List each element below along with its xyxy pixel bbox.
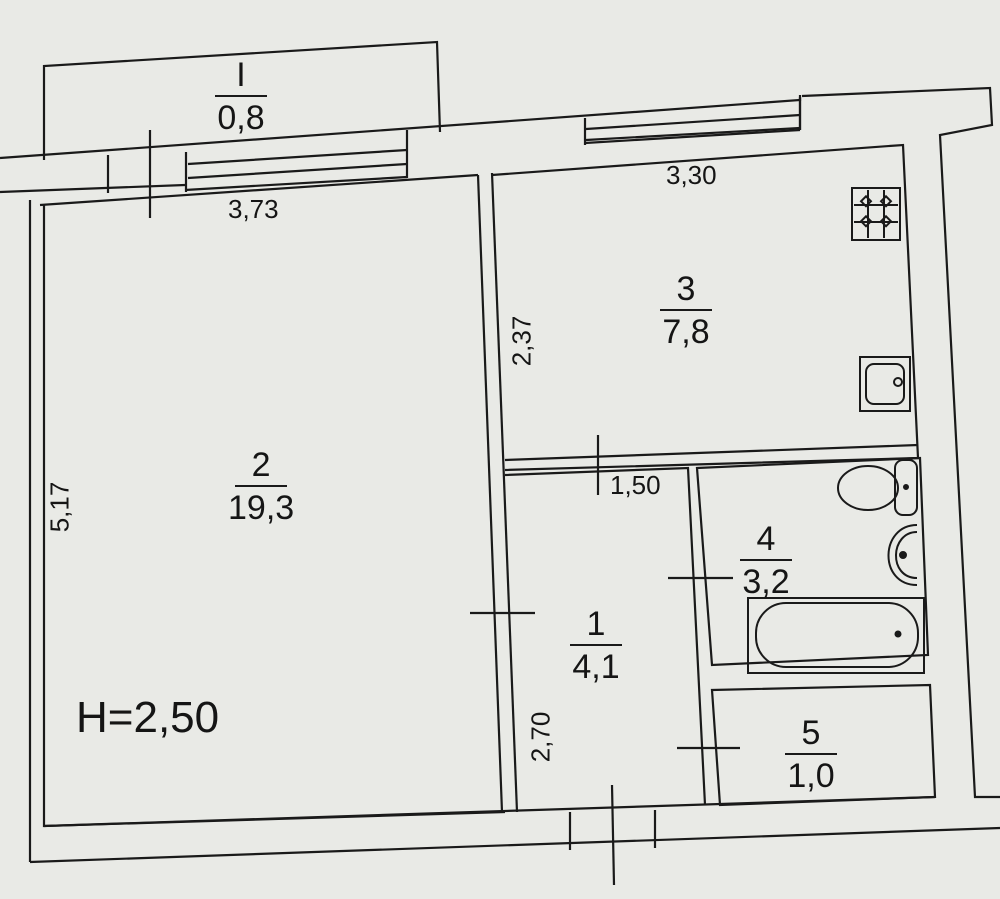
room-label-balcony: I 0,8 (215, 58, 267, 135)
bathtub-icon (747, 597, 925, 674)
room-label-4: 4 3,2 (740, 522, 792, 599)
kitchen-wall (491, 143, 920, 472)
ceiling-height: H=2,50 (76, 693, 220, 742)
dim-tick (610, 784, 616, 886)
room-label-2: 2 19,3 (228, 446, 295, 527)
room-label-5: 5 1,0 (785, 716, 837, 793)
dim-kitchen-width: 3,30 (666, 160, 717, 190)
room-label-3: 3 7,8 (660, 272, 712, 349)
dim-room2-width: 3,73 (228, 194, 279, 224)
washbasin-icon (887, 524, 918, 586)
dim-hall-width: 1,50 (610, 470, 661, 500)
dim-hall-length: 2,70 (525, 711, 556, 763)
sink-icon (859, 356, 911, 412)
dim-kitchen-depth: 2,37 (506, 315, 537, 367)
stove-icon (851, 187, 901, 241)
balcony-outline (42, 40, 442, 160)
room-label-1: 1 4,1 (570, 607, 622, 684)
window-lines (187, 148, 408, 180)
toilet-icon (837, 459, 918, 516)
dim-room2-length: 5,17 (44, 481, 75, 533)
